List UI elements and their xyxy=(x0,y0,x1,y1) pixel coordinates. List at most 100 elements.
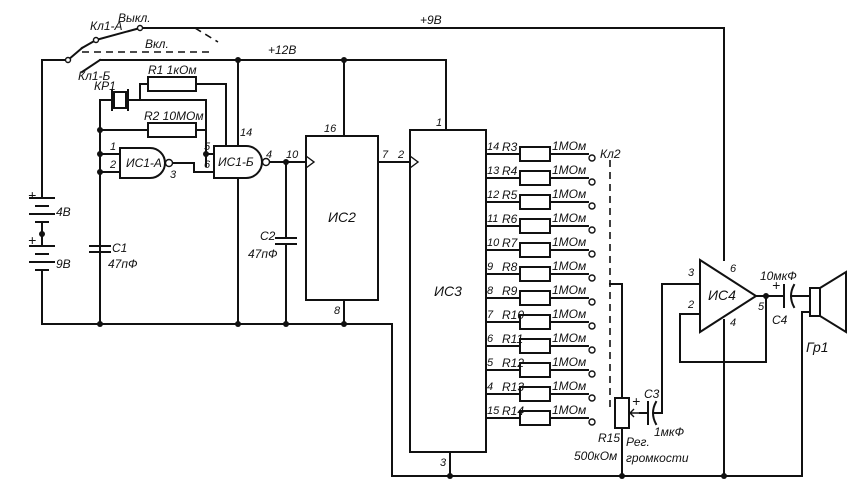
svg-text:5: 5 xyxy=(758,301,765,313)
resistor-name: R4 xyxy=(502,164,518,178)
capacitor-c3: + C3 1мкФ xyxy=(632,283,701,439)
resistor-value: 1МОм xyxy=(552,211,586,225)
resistor-body xyxy=(519,362,551,378)
svg-text:14: 14 xyxy=(240,127,252,139)
switch-contact xyxy=(588,370,596,378)
resistor-value: 1МОм xyxy=(552,307,586,321)
c3-name: C3 xyxy=(644,387,660,401)
resistor-body xyxy=(519,386,551,402)
svg-text:+: + xyxy=(632,393,640,409)
resistor-body xyxy=(519,266,551,282)
svg-text:3: 3 xyxy=(688,267,695,279)
ic3-output-pin: 11 xyxy=(487,213,498,225)
speaker-label: Гр1 xyxy=(806,339,829,355)
resistor-value: 1МОм xyxy=(552,355,586,369)
resistor-body xyxy=(519,146,551,162)
switch-contact xyxy=(588,226,596,234)
gate-b-label: ИС1-Б xyxy=(218,155,254,169)
svg-text:1: 1 xyxy=(110,141,116,153)
resistor-value: 1МОм xyxy=(552,187,586,201)
c4-name: C4 xyxy=(772,313,788,327)
resistor-body xyxy=(519,410,551,426)
switch-contact xyxy=(588,250,596,258)
switch-contact xyxy=(588,418,596,426)
svg-text:2: 2 xyxy=(397,149,404,161)
rail-12v-label: +12В xyxy=(268,43,296,57)
battery-stack: + + 4В 9В xyxy=(28,59,71,325)
svg-text:7: 7 xyxy=(382,149,389,161)
ic3-label: ИС3 xyxy=(434,283,462,299)
c1-label: C1 xyxy=(112,241,127,255)
amplifier-ic4: ИС4 3 6 2 5 4 xyxy=(679,258,785,477)
power-switch: Кл1-А Кл1-Б Выкл. Вкл. xyxy=(41,11,219,83)
rail-12v: +12В xyxy=(99,43,447,137)
switch-contact xyxy=(588,298,596,306)
resistor-value: 1МОм xyxy=(552,331,586,345)
c2-value: 47пФ xyxy=(248,247,278,261)
resistor-name: R11 xyxy=(502,332,523,346)
r1-label: R1 1кОм xyxy=(148,63,197,77)
r15-name: R15 xyxy=(598,431,620,445)
rail-9v: +9В xyxy=(194,13,725,261)
battery-bottom-value: 9В xyxy=(56,257,71,271)
switch-contact xyxy=(588,274,596,282)
resistor-name: R6 xyxy=(502,212,518,226)
c4-value: 10мкФ xyxy=(760,269,797,283)
svg-text:2: 2 xyxy=(687,299,694,311)
resistor-value: 1МОм xyxy=(552,283,586,297)
c3-value: 1мкФ xyxy=(654,425,685,439)
resistor-value: 1МОм xyxy=(552,139,586,153)
resistor-name: R7 xyxy=(502,236,519,250)
oscillator: КР1 R1 1кОм R2 10МОм ИС1-А 1 2 3 ИС1-Б 5 xyxy=(89,63,307,325)
volume-pot: R15 500кОм Рег. громкости xyxy=(574,283,689,477)
volume-caption-2: громкости xyxy=(626,451,689,465)
resistor-name: R12 xyxy=(502,356,524,370)
svg-text:+: + xyxy=(772,277,780,293)
svg-text:10: 10 xyxy=(286,149,299,161)
ic2-chip: ИС2 16 10 7 8 xyxy=(286,123,411,317)
gate-a-label: ИС1-А xyxy=(126,156,162,170)
switch-contact xyxy=(588,394,596,402)
resistor-value: 1МОм xyxy=(552,259,586,273)
switch-contact xyxy=(588,154,596,162)
ic3-output-pin: 7 xyxy=(487,309,494,321)
switch-name-b: Кл1-Б xyxy=(78,69,111,83)
c1-value: 47пФ xyxy=(108,257,138,271)
ic3-chip: ИС3 1 2 3 xyxy=(397,117,487,469)
ic2-label: ИС2 xyxy=(328,209,356,225)
resistor-name: R13 xyxy=(502,380,524,394)
switch-contact xyxy=(588,346,596,354)
svg-text:3: 3 xyxy=(170,169,177,181)
resistor-value: 1МОм xyxy=(552,379,586,393)
rail-9v-label: +9В xyxy=(420,13,442,27)
ic3-output-pin: 14 xyxy=(487,141,499,153)
switch-contact xyxy=(588,322,596,330)
switch-name-a: Кл1-А xyxy=(90,19,123,33)
ic3-output-pin: 10 xyxy=(487,237,500,249)
r15-value: 500кОм xyxy=(574,449,617,463)
resistor-name: R5 xyxy=(502,188,518,202)
resistor-name: R14 xyxy=(502,404,524,418)
battery-top-value: 4В xyxy=(56,205,71,219)
resistor-name: R9 xyxy=(502,284,518,298)
ic3-output-pin: 5 xyxy=(487,357,494,369)
switch-2-label: Кл2 xyxy=(600,147,621,161)
quartz-label: КР1 xyxy=(94,79,116,93)
resistor-body xyxy=(519,194,551,210)
resistor-body xyxy=(519,290,551,306)
resistor-name: R3 xyxy=(502,140,518,154)
capacitor-c4: + 10мкФ C4 xyxy=(760,269,811,327)
resistor-body xyxy=(519,170,551,186)
ic3-output-pin: 12 xyxy=(487,189,499,201)
svg-text:+: + xyxy=(28,232,36,248)
svg-text:+: + xyxy=(28,187,36,203)
resistor-value: 1МОм xyxy=(552,235,586,249)
svg-text:3: 3 xyxy=(440,457,447,469)
switch-contact xyxy=(588,202,596,210)
resistor-name: R10 xyxy=(502,308,524,322)
ic4-label: ИС4 xyxy=(708,287,736,303)
resistor-body xyxy=(519,218,551,234)
resistor-body xyxy=(519,338,551,354)
